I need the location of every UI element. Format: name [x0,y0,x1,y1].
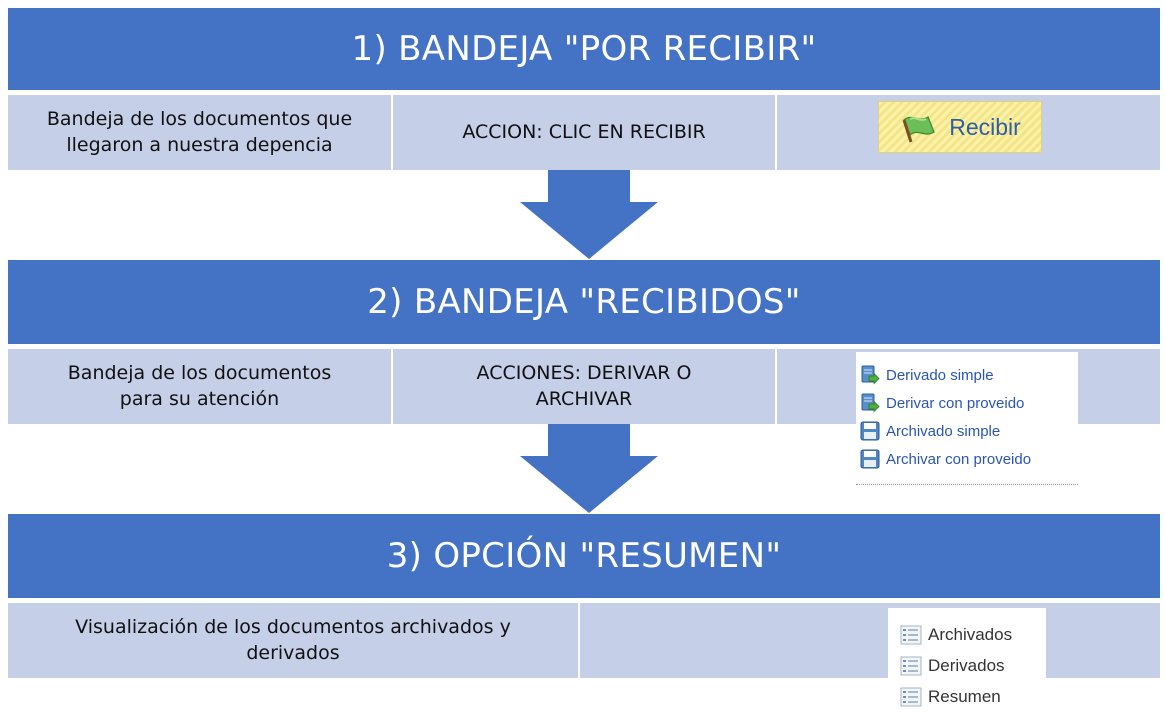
list-icon [900,656,922,676]
step2-action-line2: ARCHIVAR [535,387,633,410]
menu-item-derivar-con-proveido[interactable]: Derivar con proveido [856,389,1078,417]
step3-description-line1: Visualización de los documentos archivad… [75,615,511,638]
green-flag-icon [899,110,941,144]
down-arrow-1 [520,170,658,259]
step2-description: Bandeja de los documentos para su atenci… [8,349,391,424]
step3-description: Visualización de los documentos archivad… [8,603,578,678]
step3-menu-cell [580,603,1160,678]
menu-item-label: Archivado simple [886,422,1001,440]
step3-description-line2: derivados [246,641,340,664]
recibir-button-label: Recibir [949,113,1021,140]
step2-description-line2: para su atención [119,387,280,410]
menu-item-derivados[interactable]: Derivados [888,650,1046,681]
menu-item-label: Derivados [928,655,1005,675]
step1-description-line1: Bandeja de los documentos que [46,107,353,130]
list-icon [900,625,922,645]
menu-item-derivado-simple[interactable]: Derivado simple [856,361,1078,389]
step3-title: 3) OPCIÓN "RESUMEN" [8,514,1160,598]
step1-description-line2: llegaron a nuestra depencia [66,133,333,156]
step1-action: ACCION: CLIC EN RECIBIR [393,95,775,170]
menu-item-label: Archivados [928,624,1013,644]
menu-item-label: Derivado simple [886,366,994,384]
step2-action-line1: ACCIONES: DERIVAR O [476,361,692,384]
recibir-button[interactable]: Recibir [878,101,1042,153]
menu-item-label: Derivar con proveido [886,394,1025,412]
menu-item-resumen[interactable]: Resumen [888,681,1046,712]
menu-item-label: Archivar con proveido [886,450,1032,468]
menu-item-archivar-con-proveido[interactable]: Archivar con proveido [856,445,1078,473]
summary-menu: Archivados Derivados Resumen [888,608,1046,714]
list-icon [900,687,922,707]
menu-item-label: Resumen [928,686,1001,706]
floppy-disk-icon [860,449,880,469]
menu-item-archivado-simple[interactable]: Archivado simple [856,417,1078,445]
received-actions-menu: Derivado simple Derivar con proveido Arc… [856,352,1078,485]
menu-item-archivados[interactable]: Archivados [888,619,1046,650]
step1-description: Bandeja de los documentos que llegaron a… [8,95,391,170]
document-forward-icon [860,365,880,385]
step2-action: ACCIONES: DERIVAR O ARCHIVAR [393,349,775,424]
document-forward-icon [860,393,880,413]
down-arrow-2 [520,424,658,513]
step2-description-line1: Bandeja de los documentos [67,361,332,384]
step1-title: 1) BANDEJA "POR RECIBIR" [8,8,1160,90]
step2-title: 2) BANDEJA "RECIBIDOS" [8,260,1160,344]
floppy-disk-icon [860,421,880,441]
